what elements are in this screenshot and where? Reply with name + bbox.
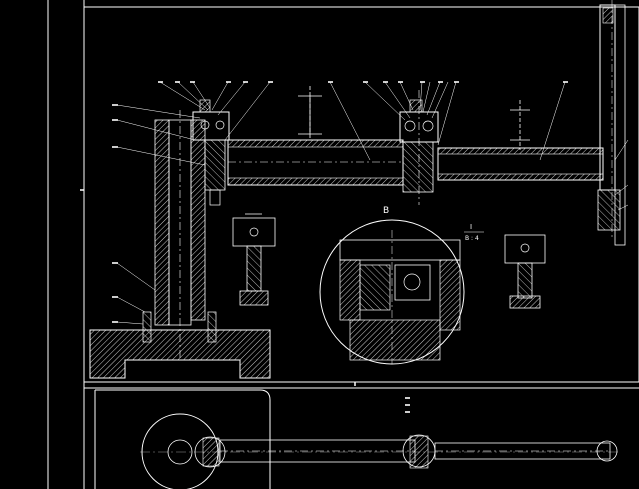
section-scale-note: I B : 4 xyxy=(464,223,484,242)
leader-tags xyxy=(112,81,568,413)
frame-ticks xyxy=(80,189,356,386)
detail-label: B xyxy=(383,206,389,216)
section-scale-top: I xyxy=(470,223,472,231)
first-arm xyxy=(227,139,404,186)
vertical-column xyxy=(154,110,206,360)
pin-detail-right xyxy=(504,234,546,309)
pin-detail-left xyxy=(232,213,276,306)
gripper-column xyxy=(597,0,626,246)
detail-view-b: B xyxy=(319,206,465,365)
plan-view xyxy=(94,389,620,489)
i-beam-section-left xyxy=(298,86,322,140)
i-beam-section-right xyxy=(510,100,530,150)
base-block xyxy=(89,311,271,379)
section-scale-bottom: B : 4 xyxy=(465,235,479,242)
second-arm xyxy=(437,147,604,181)
middle-joint xyxy=(399,90,439,205)
drawing-frame xyxy=(47,0,639,489)
leader-lines xyxy=(116,81,629,325)
